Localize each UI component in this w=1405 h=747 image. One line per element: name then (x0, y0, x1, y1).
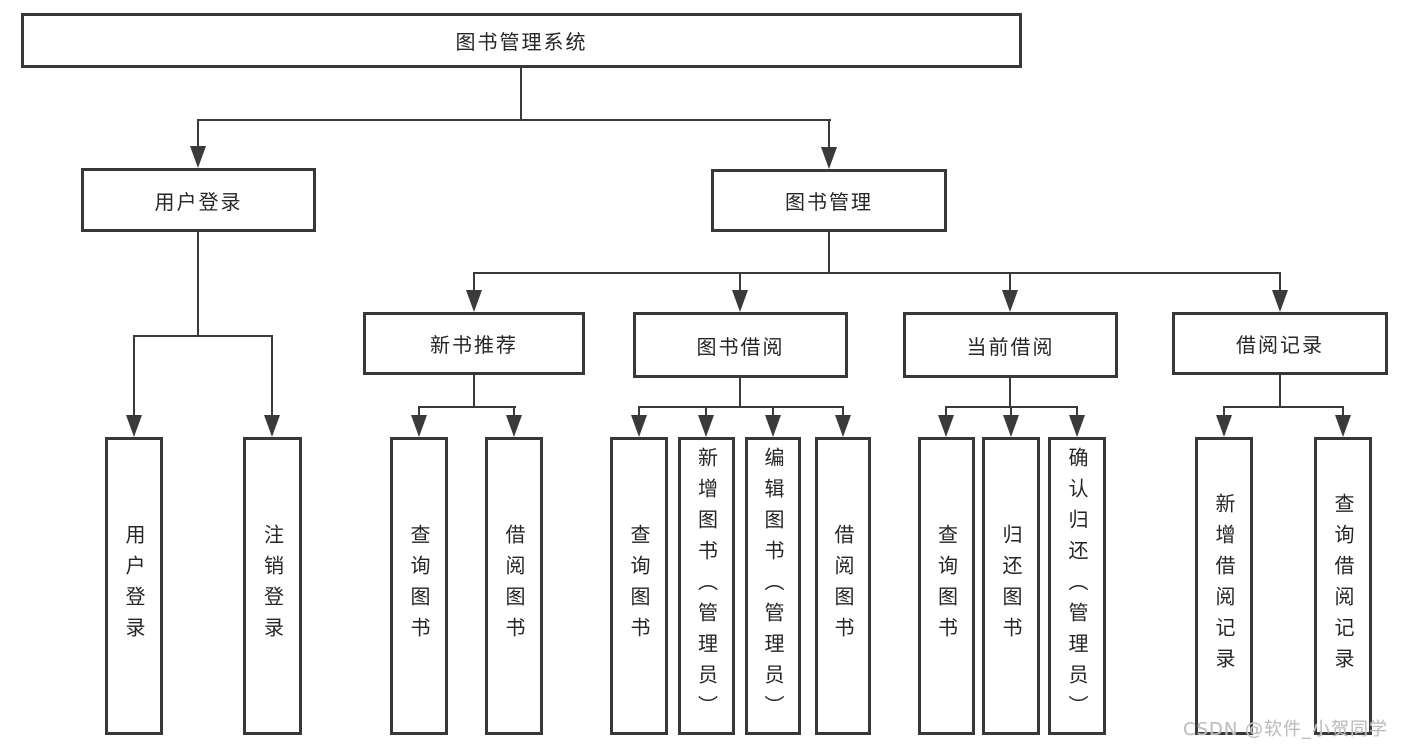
node-book-borrow: 图书借阅 (633, 312, 848, 378)
arrow-down-icon (506, 407, 522, 437)
node-new-book-recommend-label: 新书推荐 (430, 333, 518, 357)
leaf-query-books-current-label: 查询图书 (934, 524, 959, 648)
connector-line (473, 375, 475, 408)
leaf-add-books-admin: 新增图书（管理员） (678, 437, 735, 735)
leaf-query-books-recommend: 查询图书 (390, 437, 448, 735)
leaf-return-books-label: 归还图书 (999, 524, 1023, 648)
leaf-query-books-borrow-label: 查询图书 (627, 524, 651, 648)
leaf-query-borrow-record-label: 查询借阅记录 (1331, 493, 1355, 679)
arrow-down-icon (631, 407, 647, 437)
node-user-login: 用户登录 (81, 168, 316, 232)
leaf-borrow-books: 借阅图书 (815, 437, 871, 735)
arrow-down-icon (1216, 407, 1232, 437)
connector-line (197, 232, 199, 336)
connector-line (520, 68, 522, 120)
connector-line (828, 232, 830, 274)
leaf-add-borrow-record-label: 新增借阅记录 (1212, 493, 1236, 679)
leaf-edit-books-admin: 编辑图书（管理员） (745, 437, 801, 735)
node-user-login-label: 用户登录 (154, 189, 243, 214)
leaf-logout: 注销登录 (243, 437, 302, 735)
leaf-confirm-return-admin: 确认归还（管理员） (1048, 437, 1106, 735)
leaf-borrow-books-label: 借阅图书 (831, 524, 855, 648)
connector-line (739, 378, 741, 408)
leaf-confirm-return-admin-label: 确认归还（管理员） (1065, 446, 1089, 726)
node-book-borrow-label: 图书借阅 (696, 334, 785, 359)
leaf-borrow-books-recommend: 借阅图书 (485, 437, 543, 735)
leaf-add-books-admin-label: 新增图书（管理员） (694, 446, 719, 726)
csdn-watermark: CSDN @软件_小贺同学 (1183, 719, 1389, 740)
connector-line (1009, 378, 1011, 408)
arrow-down-icon (466, 273, 482, 312)
arrow-down-icon (732, 273, 748, 312)
node-new-book-recommend: 新书推荐 (363, 312, 585, 375)
node-current-borrow: 当前借阅 (903, 312, 1118, 378)
leaf-user-login: 用户登录 (105, 437, 163, 735)
connector-line (133, 335, 273, 337)
connector-line (473, 272, 1281, 274)
node-book-management: 图书管理 (711, 169, 947, 232)
connector-line (1279, 375, 1281, 408)
arrow-down-icon (1002, 273, 1018, 312)
arrow-down-icon (411, 407, 427, 437)
node-current-borrow-label: 当前借阅 (966, 334, 1055, 359)
arrow-down-icon (698, 407, 714, 437)
leaf-add-borrow-record: 新增借阅记录 (1195, 437, 1253, 735)
node-borrow-records-label: 借阅记录 (1236, 333, 1324, 357)
arrow-down-icon (1335, 407, 1351, 437)
node-book-management-label: 图书管理 (785, 190, 873, 214)
connector-line (418, 406, 516, 408)
node-root: 图书管理系统 (21, 13, 1022, 68)
node-root-label: 图书管理系统 (455, 30, 588, 54)
arrow-down-icon (1003, 407, 1019, 437)
leaf-query-books-recommend-label: 查询图书 (407, 524, 431, 648)
arrow-down-icon (1069, 407, 1085, 437)
arrow-down-icon (264, 336, 280, 437)
arrow-down-icon (1272, 273, 1288, 312)
arrow-down-icon (821, 120, 837, 169)
node-borrow-records: 借阅记录 (1172, 312, 1388, 375)
connector-line (1223, 406, 1344, 408)
leaf-edit-books-admin-label: 编辑图书（管理员） (761, 446, 785, 726)
arrow-down-icon (126, 336, 142, 437)
arrow-down-icon (938, 407, 954, 437)
arrow-down-icon (190, 120, 206, 168)
leaf-logout-label: 注销登录 (260, 524, 285, 648)
leaf-borrow-books-recommend-label: 借阅图书 (502, 524, 526, 648)
leaf-return-books: 归还图书 (982, 437, 1040, 735)
leaf-query-borrow-record: 查询借阅记录 (1314, 437, 1372, 735)
connector-line (197, 119, 831, 121)
leaf-query-books-borrow: 查询图书 (610, 437, 668, 735)
arrow-down-icon (835, 407, 851, 437)
leaf-query-books-current: 查询图书 (918, 437, 975, 735)
connector-line (638, 406, 844, 408)
leaf-user-login-label: 用户登录 (122, 524, 146, 648)
arrow-down-icon (765, 407, 781, 437)
